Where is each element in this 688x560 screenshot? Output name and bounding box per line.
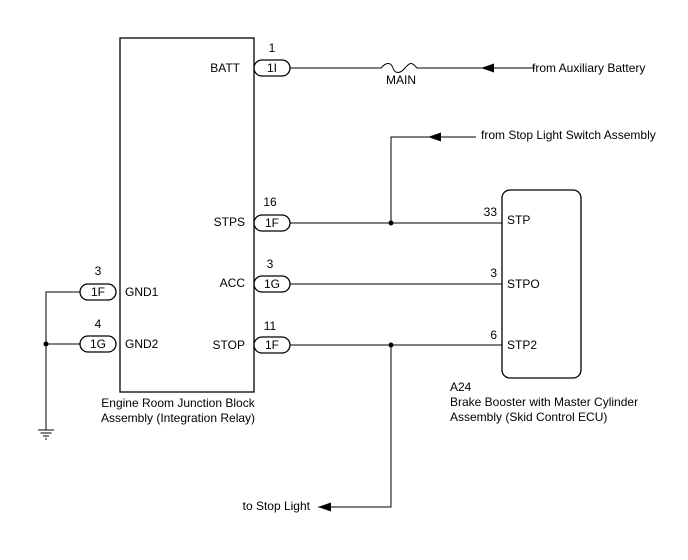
gnd1-label: GND1 [125, 285, 159, 299]
ground-symbol [38, 429, 54, 440]
stop-connector-label: 1F [265, 338, 279, 352]
main-fuse-label: MAIN [386, 73, 416, 87]
stop-connector [253, 336, 291, 354]
ecu-stp2-pin: 6 [490, 328, 497, 342]
gnd2-pin: 4 [95, 317, 102, 331]
gnd2-label: GND2 [125, 337, 159, 351]
ecu-stp-pin: 33 [484, 205, 498, 219]
gnd1-pin: 3 [95, 264, 102, 278]
stps-label: STPS [214, 215, 245, 229]
gnd1-wire [45, 291, 80, 430]
acc-pin: 3 [267, 257, 274, 271]
stps-connector [253, 214, 291, 232]
aux-battery-label: from Auxiliary Battery [532, 61, 645, 75]
ecu-stpo-pin: 3 [490, 266, 497, 280]
stop-light-arrow [318, 502, 331, 512]
junction-block-name-1: Engine Room Junction Block [101, 396, 255, 410]
stop-switch-arrow [428, 132, 441, 142]
stop-light-label: to Stop Light [243, 499, 311, 513]
batt-connector-label: 1I [267, 61, 277, 75]
ecu-stp2-label: STP2 [507, 338, 537, 352]
gnd2-connector-label: 1G [90, 337, 106, 351]
stop-label: STOP [213, 338, 245, 352]
junction-block-box [119, 37, 255, 393]
gnd2-connector [79, 335, 117, 353]
gnd1-connector-label: 1F [91, 285, 105, 299]
batt-pin: 1 [269, 41, 276, 55]
stop-switch-wire [390, 136, 476, 223]
ecu-stpo-label: STPO [507, 277, 540, 291]
batt-connector [253, 59, 291, 77]
gnd-junction-dot [43, 341, 49, 347]
stps-pin: 16 [263, 195, 277, 209]
ecu-name-1: Brake Booster with Master Cylinder [450, 395, 638, 409]
main-fuse-symbol [380, 63, 418, 73]
ecu-stp-label: STP [507, 213, 530, 227]
stop-pin: 11 [264, 319, 277, 333]
gnd1-connector [79, 283, 117, 301]
ecu-name-2: Assembly (Skid Control ECU) [450, 410, 607, 424]
acc-label: ACC [220, 276, 246, 290]
ecu-code: A24 [450, 380, 472, 394]
stop-light-wire [318, 345, 392, 508]
stps-connector-label: 1F [265, 216, 279, 230]
stop-junction-dot [388, 342, 394, 348]
acc-connector-label: 1G [264, 277, 280, 291]
batt-arrow [481, 63, 494, 73]
stop-switch-label: from Stop Light Switch Assembly [481, 128, 656, 142]
junction-block-name-2: Assembly (Integration Relay) [101, 411, 255, 425]
acc-connector [253, 275, 291, 293]
batt-label: BATT [210, 61, 240, 75]
stps-junction-dot [388, 220, 394, 226]
